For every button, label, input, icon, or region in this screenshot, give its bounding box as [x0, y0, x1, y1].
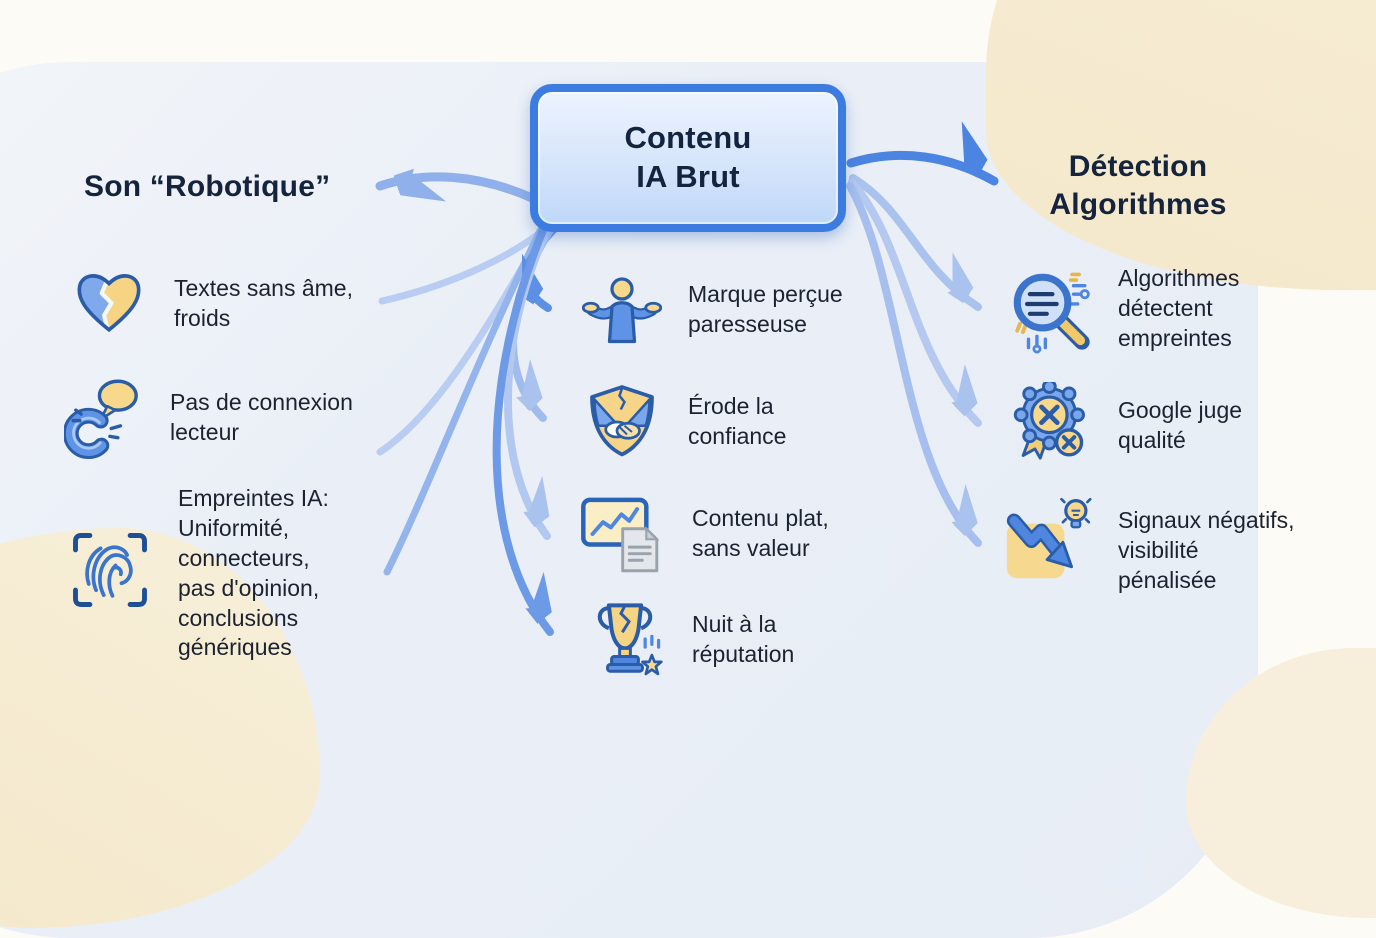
connector-arrows: [375, 0, 999, 636]
arrow-right-item-3: [846, 182, 978, 547]
list-item-label: Google juge qualité: [1118, 397, 1243, 453]
shield-handshake-icon: [582, 382, 662, 467]
list-item-label: Textes sans âme, froids: [174, 275, 353, 331]
broken-link-icon: [62, 376, 148, 465]
list-item-label: Érode la confiance: [688, 393, 787, 449]
fingerprint-scan-icon: [64, 524, 156, 621]
list-item: Signaux négatifs, visibilité pénalisée: [1004, 492, 1294, 596]
broken-heart-icon: [70, 264, 148, 347]
list-item: Textes sans âme, froids: [70, 264, 353, 347]
central-node: Contenu IA Brut: [530, 84, 846, 232]
right-branch-title: Détection Algorithmes: [1049, 150, 1227, 221]
chart-document-icon: [578, 492, 670, 581]
declining-arrow-icon: [1004, 492, 1096, 589]
arrow-right-item-2: [848, 178, 978, 427]
list-item-label: Algorithmes détectent empreintes: [1118, 265, 1240, 351]
list-item: Empreintes IA: Uniformité, connecteurs, …: [64, 485, 329, 663]
shrug-person-icon: [581, 274, 663, 359]
list-item-label: Contenu plat, sans valeur: [692, 505, 829, 561]
central-node-title: Contenu IA Brut: [624, 120, 752, 194]
list-item-label: Signaux négatifs, visibilité pénalisée: [1118, 507, 1295, 593]
arrow-left-title: [375, 177, 537, 203]
list-item: Algorithmes détectent empreintes: [1006, 265, 1240, 361]
broken-trophy-icon: [582, 596, 668, 687]
list-item: Marque perçue paresseuse: [581, 274, 843, 359]
list-item-label: Pas de connexion lecteur: [170, 389, 353, 445]
curve-left-item-1: [378, 222, 553, 305]
list-item-label: Empreintes IA: Uniformité, connecteurs, …: [178, 485, 329, 661]
list-item-label: Nuit à la réputation: [692, 611, 795, 667]
list-item: Google juge qualité: [1010, 379, 1243, 471]
list-item: Nuit à la réputation: [582, 596, 794, 687]
arrow-right-title: [846, 155, 999, 186]
magnifier-analysis-icon: [1006, 266, 1096, 361]
list-item-label: Marque perçue paresseuse: [688, 281, 843, 337]
rejected-badge-icon: [1010, 379, 1094, 471]
list-item: Pas de connexion lecteur: [62, 376, 353, 465]
list-item: Contenu plat, sans valeur: [578, 492, 829, 581]
left-branch-title: Son “Robotique”: [84, 170, 331, 203]
list-item: Érode la confiance: [582, 382, 786, 467]
arrow-mid-item-4: [492, 226, 550, 636]
arrow-right-item-1: [849, 174, 978, 311]
